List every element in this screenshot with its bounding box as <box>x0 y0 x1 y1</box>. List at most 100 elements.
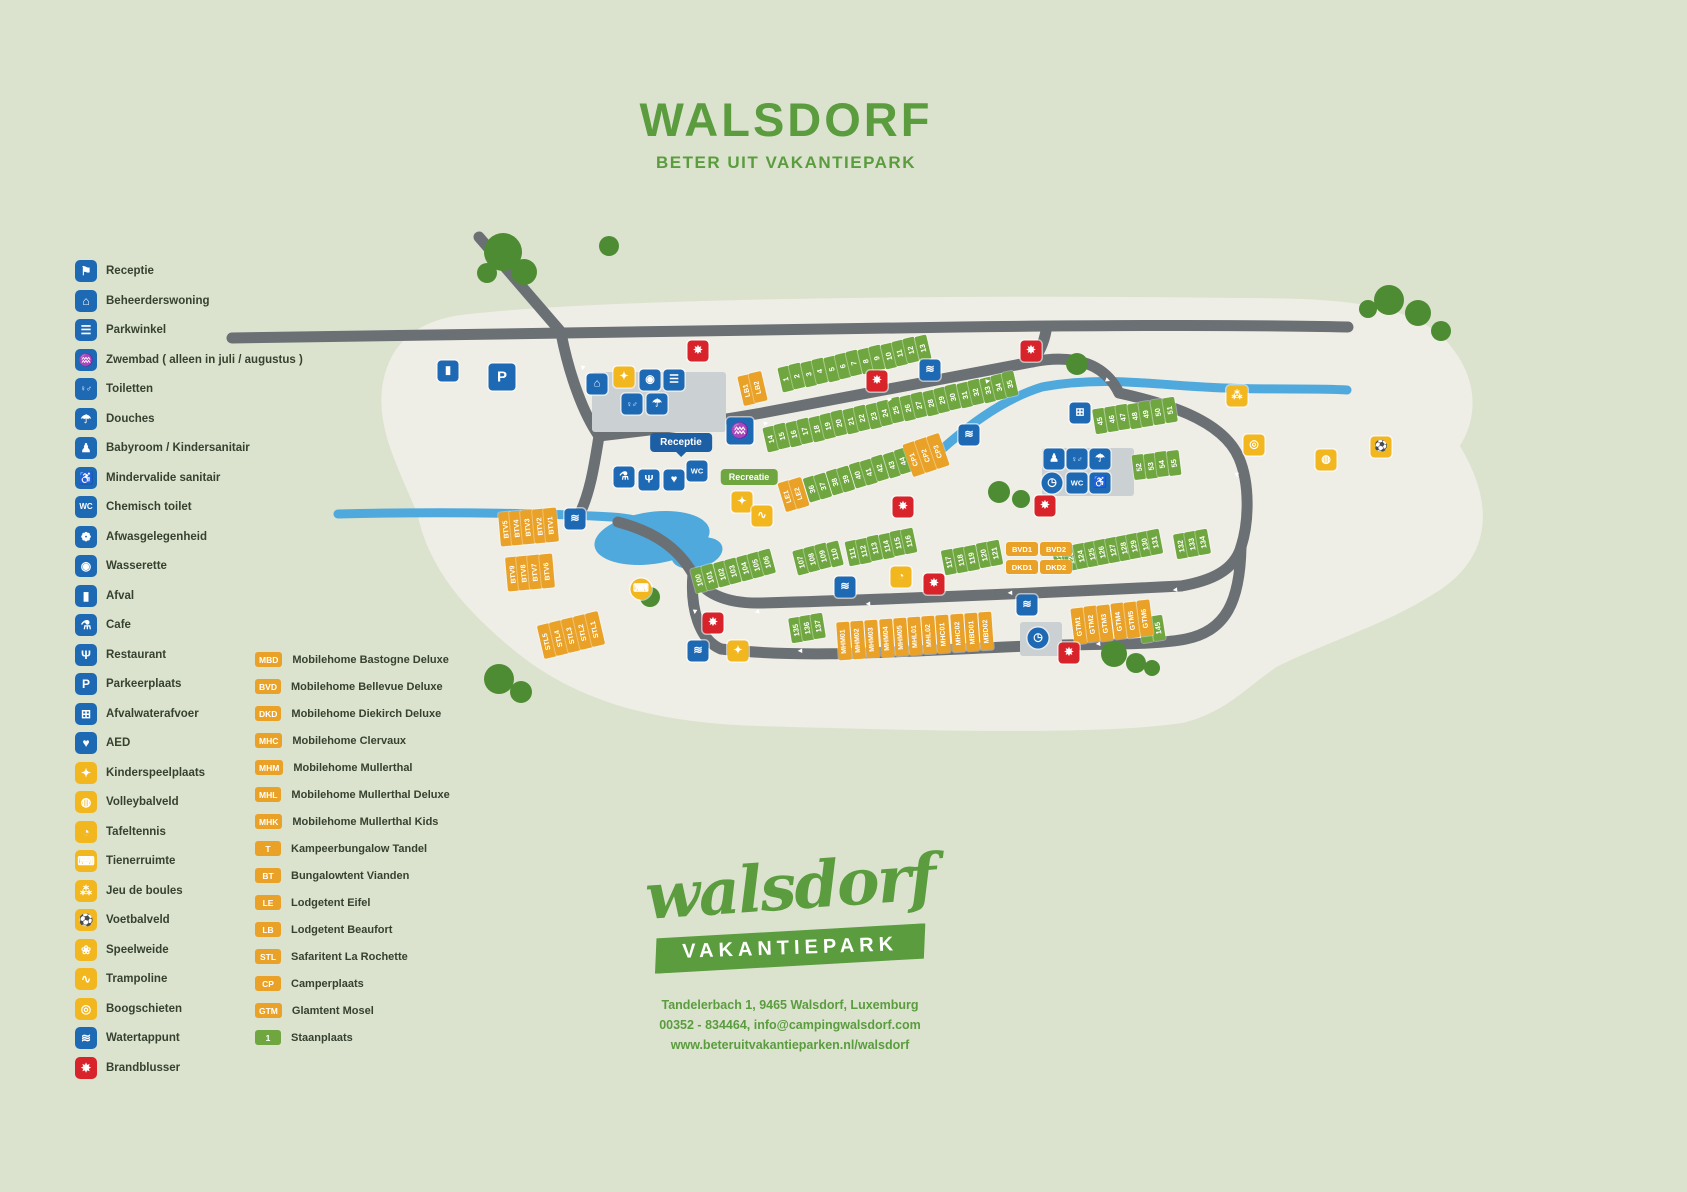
legend-label: Cafe <box>106 619 131 631</box>
volleybalveld-icon: ◍ <box>75 791 97 813</box>
legend-item-zwembad: ♒Zwembad ( alleen in juli / augustus ) <box>75 348 303 371</box>
afval-icon: ▮ <box>75 584 97 607</box>
legend-item-douches: ☂ Douches <box>75 407 303 430</box>
legend-item-lb: LB Lodgetent Beaufort <box>255 922 450 937</box>
accommodation-badge: MHK <box>255 814 283 829</box>
address-block: Tandelerbach 1, 9465 Walsdorf, Luxemburg… <box>645 995 935 1055</box>
legend-label: Bungalowtent Vianden <box>291 869 410 882</box>
legend-label: Mindervalide sanitair <box>106 471 221 484</box>
address-line: Tandelerbach 1, 9465 Walsdorf, Luxemburg <box>661 998 919 1012</box>
boogschieten-icon: ◎ <box>75 997 97 1020</box>
legend-item-aed: ♥ AED <box>75 732 303 754</box>
legend-label: Lodgetent Beaufort <box>291 923 393 936</box>
watertappunt-icon: ≋ <box>75 1027 97 1049</box>
legend-item-trampoline: ∿ Trampoline <box>75 968 303 990</box>
legend-label: Mobilehome Bastogne Deluxe <box>292 653 449 666</box>
accommodation-badge: LB <box>255 922 281 937</box>
chemisch-toilet-icon: WC <box>75 496 97 518</box>
legend-label: Kampeerbungalow Tandel <box>291 842 428 855</box>
legend-item-tienerruimte: ⌨ Tienerruimte <box>75 850 303 872</box>
legend-label: Mobilehome Diekirch Deluxe <box>291 707 442 720</box>
brandblusser-icon: ✸ <box>75 1056 97 1079</box>
legend-item-le: LE Lodgetent Eifel <box>255 895 450 910</box>
accommodation-badge: GTM <box>255 1003 282 1018</box>
legend-item-boogschieten: ◎Boogschieten <box>75 997 303 1020</box>
logo-script: walsdorf <box>642 839 938 936</box>
accommodation-badge: MHC <box>255 733 283 748</box>
legend-label: Trampoline <box>106 973 168 985</box>
legend-item-mindervalide-sanitair: ♿ Mindervalide sanitair <box>75 466 303 489</box>
toiletten-icon: ♀♂ <box>75 378 97 400</box>
accommodation-badge: DKD <box>255 706 282 721</box>
legend-label: AED <box>106 737 131 749</box>
mindervalide-sanitair-icon: ♿ <box>75 466 97 489</box>
beheerderswoning-icon: ⌂ <box>75 289 97 312</box>
footer: walsdorf VAKANTIEPARK Tandelerbach 1, 94… <box>643 840 937 1055</box>
page-title: WALSDORF <box>639 93 933 146</box>
legend-item-cafe: ⚗Cafe <box>75 614 303 636</box>
legend-item-beheerderswoning: ⌂ Beheerderswoning <box>75 289 303 312</box>
legend-item-afval: ▮Afval <box>75 584 303 607</box>
legend-item-volleybalveld: ◍ Volleybalveld <box>75 791 303 813</box>
header: WALSDORF BETER UIT VAKANTIEPARK <box>640 92 933 173</box>
legend-facilities: ⚑Receptie ⌂ Beheerderswoning ☰ Parkwinkel ♒Zw… <box>75 260 303 1079</box>
legend-item-watertappunt: ≋ Watertappunt <box>75 1027 303 1049</box>
trampoline-icon: ∿ <box>75 968 97 990</box>
wasserette-icon: ◉ <box>75 555 97 577</box>
legend-label: Afvalwaterafvoer <box>106 707 199 720</box>
accommodation-badge: MBD <box>255 652 283 667</box>
legend-item-kinderspeelplaats: ✦ Kinderspeelplaats <box>75 761 303 784</box>
legend-label: Douches <box>106 412 155 425</box>
accommodation-badge: T <box>255 841 281 856</box>
legend-item-brandblusser: ✸Brandblusser <box>75 1056 303 1079</box>
legend-label: Jeu de boules <box>106 884 183 897</box>
accommodation-badge: CP <box>255 976 281 991</box>
parkwinkel-icon: ☰ <box>75 319 97 341</box>
zwembad-icon: ♒ <box>75 348 97 371</box>
douches-icon: ☂ <box>75 407 97 430</box>
legend-label: Tienerruimte <box>106 855 176 867</box>
phone-email-line: 00352 - 834464, info@campingwalsdorf.com <box>659 1018 921 1032</box>
legend-item-toiletten: ♀♂Toiletten <box>75 378 303 400</box>
legend-item-voetbalveld: ⚽Voetbalveld <box>75 909 303 931</box>
legend-label: Watertappunt <box>106 1032 180 1044</box>
receptie-icon: ⚑ <box>75 260 97 282</box>
legend-item-mhk: MHK Mobilehome Mullerthal Kids <box>255 814 450 829</box>
aed-icon: ♥ <box>75 732 97 754</box>
accommodation-badge: LE <box>255 895 281 910</box>
babyroom-icon: ♟ <box>75 437 97 459</box>
legend-label: Lodgetent Eifel <box>291 896 371 909</box>
legend-item-receptie: ⚑Receptie <box>75 260 303 282</box>
legend-label: Mobilehome Mullerthal Kids <box>292 815 439 828</box>
legend-label: Kinderspeelplaats <box>106 766 206 779</box>
legend-item-gtm: GTM Glamtent Mosel <box>255 1003 450 1018</box>
accommodation-badge: 1 <box>255 1030 281 1045</box>
legend-label: Volleybalveld <box>106 796 179 808</box>
receptie-tooltip: Receptie <box>650 433 712 457</box>
recreatie-label: Recreatie <box>720 469 778 485</box>
legend-item-t: T Kampeerbungalow Tandel <box>255 841 450 856</box>
kinderspeelplaats-icon: ✦ <box>75 761 97 784</box>
legend-label: Parkwinkel <box>106 324 167 336</box>
tafeltennis-icon: ◔ <box>75 820 97 843</box>
accommodation-badge: BVD <box>255 679 281 694</box>
legend-label: Glamtent Mosel <box>291 1004 374 1017</box>
legend-label: Camperplaats <box>291 977 364 990</box>
legend-label: Restaurant <box>106 648 167 661</box>
legend-label: Beheerderswoning <box>106 294 210 307</box>
afvalwaterafvoer-icon: ⊞ <box>75 702 97 725</box>
tienerruimte-icon: ⌨ <box>75 850 97 872</box>
afwasgelegenheid-icon: ❁ <box>75 525 97 548</box>
voetbalveld-icon: ⚽ <box>75 909 97 931</box>
legend-label: Mobilehome Bellevue Deluxe <box>291 680 443 693</box>
website-line: www.beteruitvakantieparken.nl/walsdorf <box>670 1038 910 1052</box>
legend-label: Afwasgelegenheid <box>106 530 207 543</box>
legend-item-afwasgelegenheid: ❁ Afwasgelegenheid <box>75 525 303 548</box>
